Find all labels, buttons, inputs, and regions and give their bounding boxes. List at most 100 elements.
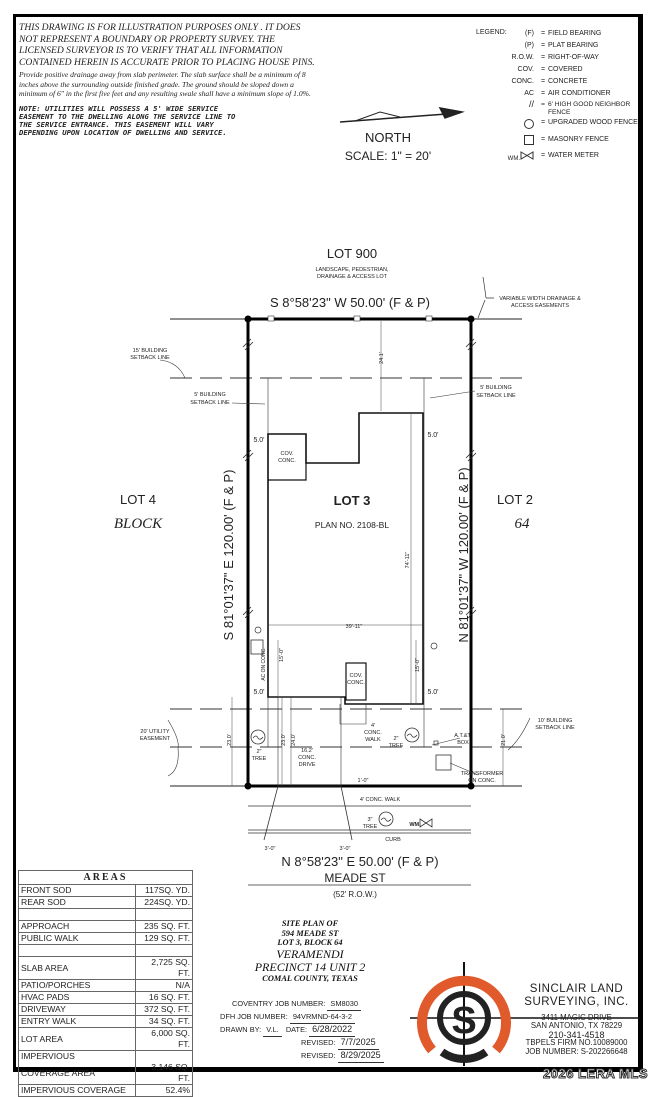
coventry-job-number: SM8030 [327,997,361,1011]
lot-900-label: LOT 900 [327,246,377,261]
legend-desc: CONCRETE [548,78,588,85]
bearing-bottom: N 8°58'23" E 50.00' (F & P) [281,854,438,869]
sinclair-logo-icon: S [410,962,640,1066]
legend-eq: = [540,42,546,49]
transformer-label: TRANSFORMER [461,771,504,777]
walk-label: CONC. [364,730,382,736]
area-label: COVERAGE AREA [18,1062,136,1085]
logo-letter: S [451,1000,476,1042]
block-label: BLOCK [114,516,163,532]
drainage-easement-label-1: VARIABLE WIDTH DRAINAGE & [499,296,581,302]
dimension: 23.0' [281,734,287,746]
block-number: 64 [515,516,531,532]
date-label: DATE: [285,1025,308,1034]
dimension: 3'-0" [265,846,276,852]
tree-label: 3" [367,817,372,823]
legend-eq: = [540,151,546,159]
drawn-by-label: DRAWN BY: [220,1025,262,1034]
legend-eq: = [540,54,546,61]
lot-3-boundary [246,317,473,788]
drainage-note: Provide positive drainage away from slab… [19,70,311,99]
att-box-icon [433,740,439,746]
dimension: 74'-11" [405,552,411,569]
tree-label: 2" [256,749,261,755]
firm-tbpels: TBPELS FIRM NO.10089000 [525,1038,628,1048]
area-value: N/A [135,979,193,992]
transformer-label: ON CONC. [468,778,496,784]
bearing-right: N 81°01'37" W 120.00' (F & P) [456,467,471,642]
revised-date-2: 8/29/2025 [337,1049,384,1063]
tree-label: TREE [389,743,404,749]
table-row [18,944,193,957]
setback-5-right-label: SETBACK LINE [476,393,516,399]
legend-eq: = [541,101,545,108]
square-symbol-icon [524,134,534,145]
setback-5-right-label: 5' BUILDING [480,385,512,391]
dimension: 23.0' [227,734,233,746]
dimension: 24.1' [379,352,385,364]
house-footprint [267,412,424,705]
disclaimer-note: THIS DRAWING IS FOR ILLUSTRATION PURPOSE… [19,22,315,68]
area-label: HVAC PADS [18,991,136,1004]
area-value: 372 SQ. FT. [135,1003,193,1016]
drawing-border [13,14,643,1072]
setback-5-left-label: SETBACK LINE [190,400,230,406]
area-value: 52.4% [135,1084,193,1097]
curb-label: CURB [385,837,401,843]
bearing-top: S 8°58'23" W 50.00' (F & P) [270,295,430,310]
title-subdivision: VERAMENDI [276,946,344,961]
area-label: IMPERVIOUS [18,1050,136,1062]
dimension: 5.0' [427,432,438,439]
revised-date-1: 7/7/2025 [337,1036,379,1050]
legend-desc: FIELD BEARING [548,30,602,37]
area-value: 2,725 SQ. FT. [135,956,193,980]
drawn-by: V.L. [263,1023,282,1037]
area-label: FRONT SOD [18,884,136,897]
firm-address: 3411 MAGIC DRIVE [541,1013,612,1022]
drive-label: CONC. [298,755,316,761]
area-label: PATIO/PORCHES [18,979,136,992]
north-arrow-icon [339,106,465,123]
transformer-icon [435,754,452,771]
title-precinct: PRECINCT 14 UNIT 2 [254,959,366,974]
covered-concrete-rear [345,662,367,701]
title-lot-block: LOT 3, BLOCK 64 [277,938,343,948]
utility-easement-label: EASEMENT [140,736,171,742]
title-address: 594 MEADE ST [281,928,339,938]
cov-conc-label: CONC. [278,458,296,464]
dimension: 5.0' [253,437,264,444]
area-value [135,944,193,957]
dimension: 21.0' [501,734,507,746]
area-label [18,944,136,957]
areas-title: AREAS [18,870,193,885]
firm-city: SAN ANTONIO, TX 78229 [530,1021,623,1031]
drainage-easement-label-2: ACCESS EASEMENTS [511,303,569,309]
area-label: REAR SOD [18,896,136,909]
watermark: 2026 LERA MLS [543,1066,649,1081]
legend-abbr: (F) [525,30,534,37]
area-label: APPROACH [18,920,136,933]
area-label: ENTRY WALK [18,1015,136,1028]
legend-abbr: COV. [517,66,534,73]
legend-desc: COVERED [548,66,583,73]
title-line: SITE PLAN OF [281,919,339,928]
cov-conc-label: COV. [350,673,363,679]
legend-abbr: R.O.W. [511,54,534,61]
legend-desc: AIR CONDITIONER [548,90,611,97]
notes-block: THIS DRAWING IS FOR ILLUSTRATION PURPOSE… [19,22,319,138]
legend-desc: MASONRY FENCE [548,135,609,143]
firm-name: SINCLAIR LAND [529,983,624,995]
setback-5-left-label: 5' BUILDING [194,392,226,398]
area-value: 16 SQ. FT. [135,991,193,1004]
tree-label: TREE [363,824,378,830]
